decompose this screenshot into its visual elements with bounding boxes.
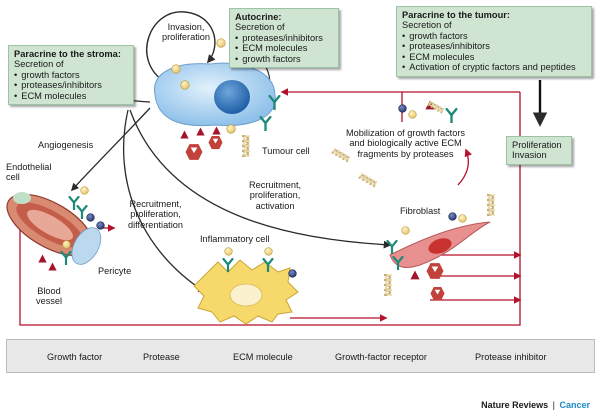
legend-ecm-label: ECM molecule bbox=[233, 352, 293, 362]
legend-receptor: Growth-factor receptor bbox=[335, 340, 427, 374]
activation-text: activation bbox=[255, 200, 295, 211]
paracrine-tumour-title: Paracrine to the tumour: bbox=[402, 10, 510, 20]
autocrine-item: ECM molecules bbox=[235, 43, 333, 53]
autocrine-item: growth factors bbox=[235, 54, 333, 64]
invasion-proliferation-label: Invasion, proliferation bbox=[162, 22, 210, 43]
paracrine-stroma-title: Paracrine to the stroma: bbox=[14, 49, 121, 59]
paracrine-tumour-item: growth factors bbox=[402, 31, 586, 41]
paracrine-stroma-item: growth factors bbox=[14, 70, 128, 80]
proliferation-text: proliferation, bbox=[249, 190, 301, 201]
vessel-text: vessel bbox=[36, 296, 63, 307]
legend: Growth factor Protease ECM molecule Grow… bbox=[6, 339, 595, 373]
legend-receptor-label: Growth-factor receptor bbox=[335, 352, 427, 362]
credit-separator: | bbox=[552, 400, 555, 410]
mobilization-line: fragments by proteases bbox=[357, 148, 454, 159]
autocrine-box: Autocrine: Secretion of proteases/inhibi… bbox=[229, 8, 339, 68]
invasion-text: Invasion, bbox=[167, 22, 205, 32]
paracrine-tumour-item: Activation of cryptic factors and peptid… bbox=[402, 62, 586, 72]
fibroblast-cell bbox=[382, 193, 497, 301]
mobilization-line: Mobilization of growth factors bbox=[346, 128, 465, 138]
invasion-label: Invasion bbox=[512, 150, 547, 161]
legend-growth-factor: Growth factor bbox=[47, 340, 102, 374]
recruitment-differentiation-label: Recruitment, proliferation, differentiat… bbox=[128, 199, 183, 230]
cell-text: cell bbox=[6, 172, 20, 183]
proliferation-text: proliferation bbox=[162, 32, 211, 43]
legend-inhibitor-label: Protease inhibitor bbox=[475, 352, 547, 362]
legend-ecm-molecule: ECM molecule bbox=[233, 340, 293, 374]
mobilization-line: and biologically active ECM bbox=[349, 138, 462, 149]
autocrine-intro: Secretion of bbox=[235, 22, 285, 33]
proliferation-invasion-box: Proliferation Invasion bbox=[506, 136, 572, 165]
proliferation-label: Proliferation bbox=[512, 140, 562, 150]
legend-growth-factor-label: Growth factor bbox=[47, 352, 103, 362]
paracrine-tumour-item: ECM molecules bbox=[402, 52, 586, 62]
inflammatory-cell-label: Inflammatory cell bbox=[200, 234, 270, 244]
recruitment-text: Recruitment, bbox=[129, 199, 182, 209]
mobilization-label: Mobilization of growth factors and biolo… bbox=[346, 128, 465, 159]
inflammatory-arrow bbox=[122, 109, 207, 293]
invasion-loop-arrow bbox=[146, 11, 216, 83]
paracrine-stroma-item: ECM molecules bbox=[14, 91, 128, 101]
paracrine-stroma-item: proteases/inhibitors bbox=[14, 80, 128, 90]
differentiation-text: differentiation bbox=[128, 219, 183, 230]
journal-credit: Nature Reviews | Cancer bbox=[481, 400, 590, 410]
recruitment-text: Recruitment, bbox=[249, 180, 302, 190]
angiogenesis-arrow bbox=[70, 107, 151, 192]
journal-name: Cancer bbox=[559, 400, 590, 410]
paracrine-stroma-intro: Secretion of bbox=[14, 59, 64, 70]
autocrine-item: proteases/inhibitors bbox=[235, 33, 333, 43]
endothelial-text: Endothelial bbox=[6, 162, 52, 172]
inflammatory-cell bbox=[193, 247, 299, 325]
pericyte-label: Pericyte bbox=[98, 266, 132, 276]
paracrine-tumour-intro: Secretion of bbox=[402, 20, 452, 31]
fibroblast-arrow bbox=[129, 109, 392, 249]
blood-vessel bbox=[6, 192, 102, 265]
paracrine-tumour-item: proteases/inhibitors bbox=[402, 41, 586, 51]
blood-text: Blood bbox=[37, 286, 61, 296]
legend-inhibitor: Protease inhibitor bbox=[475, 340, 547, 374]
autocrine-title: Autocrine: bbox=[235, 12, 282, 22]
endothelial-cell-label: Endothelial cell bbox=[6, 162, 51, 183]
paracrine-tumour-box: Paracrine to the tumour: Secretion of gr… bbox=[396, 6, 592, 77]
proliferation-text: proliferation, bbox=[130, 209, 181, 220]
blood-vessel-label: Blood vessel bbox=[36, 286, 62, 307]
feedback-arrows bbox=[19, 76, 522, 326]
legend-protease: Protease bbox=[143, 340, 180, 374]
paracrine-stroma-box: Paracrine to the stroma: Secretion of gr… bbox=[8, 45, 134, 105]
fibroblast-label: Fibroblast bbox=[400, 206, 441, 216]
publisher-name: Nature Reviews bbox=[481, 400, 549, 410]
tumour-cell-label: Tumour cell bbox=[262, 146, 310, 156]
legend-protease-label: Protease bbox=[143, 352, 180, 362]
angiogenesis-label: Angiogenesis bbox=[38, 140, 94, 150]
recruitment-activation-label: Recruitment, proliferation, activation bbox=[249, 180, 301, 211]
tumour-cell bbox=[154, 62, 276, 127]
